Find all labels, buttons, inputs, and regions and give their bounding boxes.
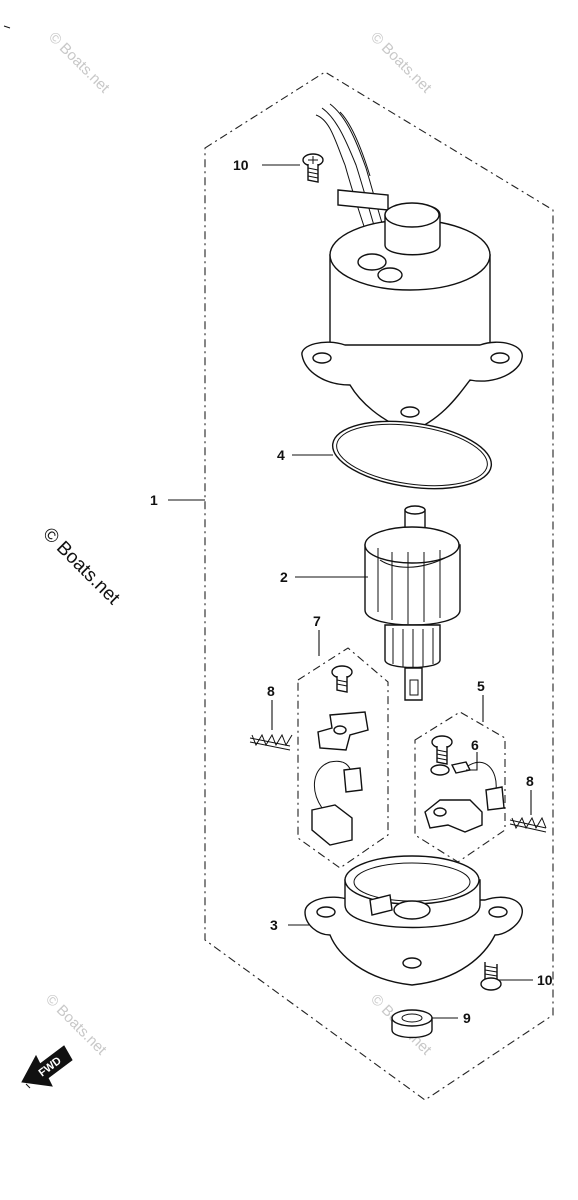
spring-left bbox=[249, 733, 293, 751]
watermark-top-right: © Boats.net bbox=[367, 29, 435, 97]
callout-screw-bottom: 10 bbox=[537, 972, 553, 988]
callout-brush-holder-left: 7 bbox=[313, 613, 321, 629]
screw-bottom bbox=[480, 962, 502, 991]
watermark-bottom-left: © Boats.net bbox=[42, 991, 110, 1059]
callout-spring-left: 8 bbox=[267, 683, 275, 699]
callout-labels: 10 1 4 2 7 8 5 6 8 3 10 9 bbox=[150, 157, 553, 1026]
watermark-top-left: © Boats.net bbox=[45, 29, 113, 97]
screw-top bbox=[302, 153, 324, 183]
seal bbox=[391, 1009, 433, 1039]
callout-o-ring: 4 bbox=[277, 447, 285, 463]
fwd-arrow-icon: FWD bbox=[21, 1045, 73, 1089]
callout-lead-wire: 6 bbox=[471, 737, 479, 753]
brush-holder-left bbox=[297, 647, 389, 869]
brush-holder-right bbox=[414, 711, 506, 863]
corner-mark bbox=[3, 25, 11, 29]
leader-lines bbox=[168, 164, 533, 1019]
callout-screw-top: 10 bbox=[233, 157, 249, 173]
o-ring bbox=[331, 420, 493, 490]
spring-right bbox=[509, 816, 547, 833]
callout-armature: 2 bbox=[280, 569, 288, 585]
callout-seal: 9 bbox=[463, 1010, 471, 1026]
watermark-main: © Boats.net bbox=[38, 524, 124, 610]
assembly-boundary bbox=[204, 71, 554, 1101]
end-cap bbox=[304, 855, 523, 986]
motor-housing bbox=[301, 103, 523, 433]
callout-motor-assy: 1 bbox=[150, 492, 158, 508]
callout-end-cap: 3 bbox=[270, 917, 278, 933]
callout-spring-right: 8 bbox=[526, 773, 534, 789]
callout-brush-holder-right: 5 bbox=[477, 678, 485, 694]
armature bbox=[364, 505, 461, 701]
